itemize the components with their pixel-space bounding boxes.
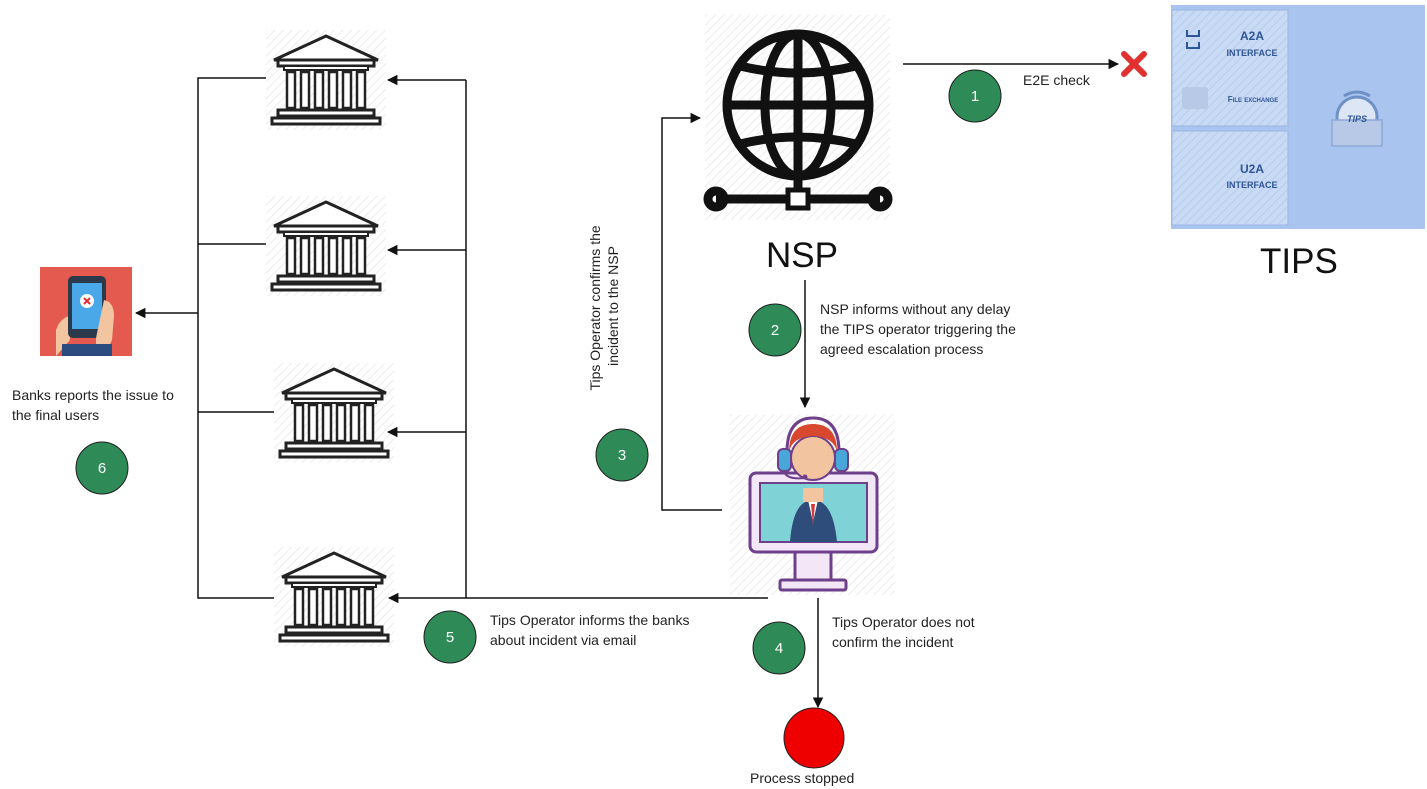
process-stopped-circle <box>783 707 845 769</box>
step-2-text: NSP informs without any delay the TIPS o… <box>820 301 1016 357</box>
bank-icon-4 <box>274 547 394 647</box>
step-5-text: Tips Operator informs the banks about in… <box>490 612 690 648</box>
operator-to-nsp-arrow <box>661 112 722 511</box>
phone-error-icon <box>40 267 132 356</box>
tips-title: TIPS <box>1260 242 1338 281</box>
file-exchange-icon <box>1182 87 1208 109</box>
tips-clock-logo <box>1331 90 1383 147</box>
step-1-text: E2E check <box>1023 72 1090 88</box>
tips-panel <box>1171 5 1425 229</box>
step-number-2: 2 <box>771 322 779 339</box>
step-3-text-line-1: Tips Operator confirms the <box>587 225 603 390</box>
file-exchange-label: File exchange <box>1228 95 1278 104</box>
step-circle-1: 1 <box>948 69 1002 123</box>
bank-icon-2 <box>266 196 386 296</box>
bank-icon-1 <box>266 30 386 130</box>
nsp-globe-icon <box>703 15 893 220</box>
tips-operator-icon <box>730 415 895 595</box>
operator-to-banks-connector <box>386 74 768 604</box>
a2a-label: A2A <box>1240 29 1264 43</box>
banks-to-users-connector <box>134 77 274 599</box>
svg-text:Tips Operator confirms the: Tips Operator confirms the incident to t… <box>587 221 621 390</box>
step-3-text-line-2: incident to the NSP <box>605 246 621 366</box>
step-circle-4: 4 <box>752 621 806 675</box>
step-number-3: 3 <box>618 447 626 464</box>
u2a-sublabel: INTERFACE <box>1226 180 1277 190</box>
u2a-label: U2A <box>1240 162 1264 176</box>
step-circle-3: 3 <box>595 428 649 482</box>
process-stopped-label: Process stopped <box>750 770 855 786</box>
step-number-6: 6 <box>98 460 106 477</box>
step-circle-5: 5 <box>423 610 477 664</box>
step-6-text: Banks reports the issue to the final use… <box>12 387 174 423</box>
a2a-icon <box>1186 30 1200 49</box>
step-circle-2: 2 <box>748 303 802 357</box>
step-number-4: 4 <box>775 640 783 657</box>
tips-logo-text: TIPS <box>1347 114 1367 124</box>
step-4-text: Tips Operator does not confirm the incid… <box>832 614 975 650</box>
step-number-1: 1 <box>971 88 979 105</box>
nsp-title: NSP <box>766 236 838 275</box>
step-circle-6: 6 <box>75 441 129 495</box>
error-x-icon <box>1121 51 1147 77</box>
step-number-5: 5 <box>446 629 454 646</box>
a2a-sublabel: INTERFACE <box>1226 48 1277 58</box>
bank-icon-3 <box>274 363 394 463</box>
